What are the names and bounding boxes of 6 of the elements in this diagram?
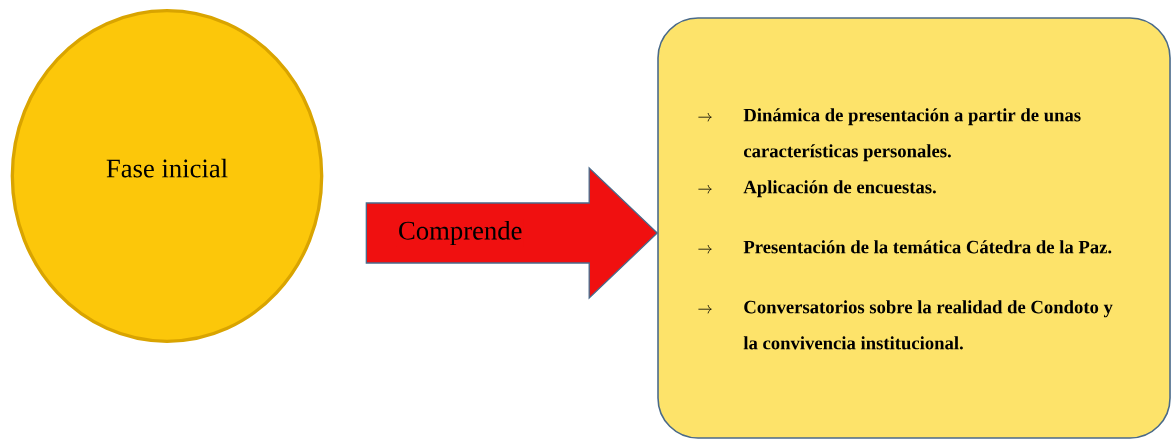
list-item: Conversatorios sobre la realidad de Condoto y la convivencia institucional. [743,300,1113,350]
rounded-box [657,17,1171,439]
edge-label: Comprende [396,219,524,247]
list-item: Presentación de la temática Cátedra de la Paz. [743,240,1112,254]
list-item: Dinámica de presentación a partir de unas características personales. [743,108,1081,162]
list-item: Aplicación de encuestas. [743,180,936,198]
